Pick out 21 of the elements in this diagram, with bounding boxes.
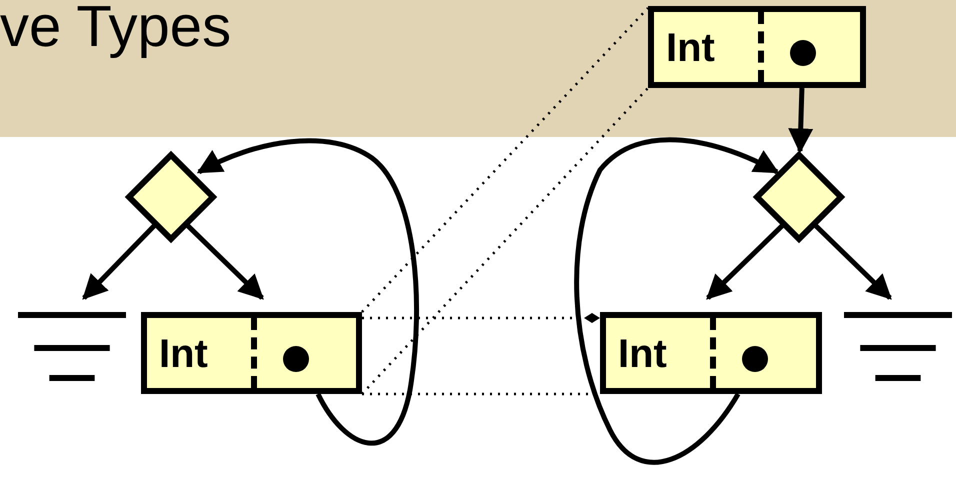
record-box	[600, 312, 822, 394]
arrow	[788, 88, 814, 154]
arrow	[574, 137, 780, 465]
arrow	[196, 138, 419, 446]
arrow	[706, 224, 784, 300]
arrow	[186, 224, 264, 300]
arrow	[814, 224, 892, 300]
title: ve Types	[0, 0, 232, 60]
type-label: Int	[666, 26, 715, 70]
dotted-line	[361, 7, 649, 313]
ground-symbol	[844, 310, 952, 382]
type-label: Int	[618, 332, 667, 376]
record-box	[648, 6, 866, 88]
dotted-line	[362, 312, 600, 323]
arrow	[82, 224, 156, 300]
record-box	[141, 312, 362, 394]
ground-symbol	[18, 310, 126, 382]
type-label: Int	[159, 332, 208, 376]
dotted-line	[361, 87, 649, 395]
decision-diamond	[125, 151, 217, 243]
decision-diamond	[753, 151, 845, 243]
